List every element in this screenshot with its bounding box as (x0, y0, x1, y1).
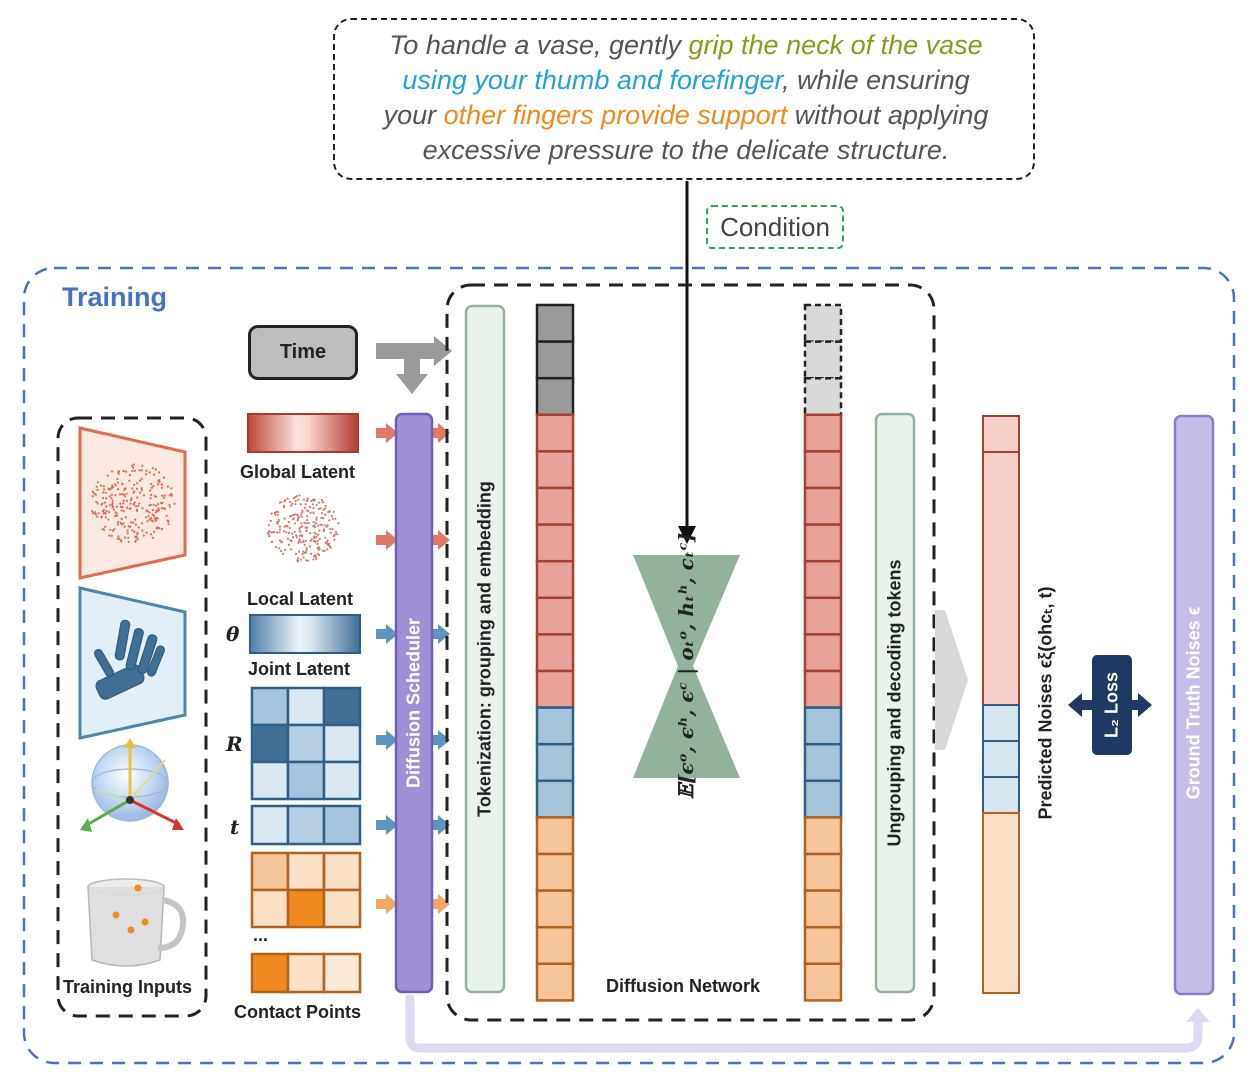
prompt-segment: other fingers provide support (443, 100, 788, 130)
expectation-formula: 𝔼[ϵᵒ, ϵʰ, ϵᶜ | oₜᵒ, hₜʰ, cₜᶜ] (674, 532, 698, 800)
token-column-input (535, 303, 575, 1002)
scheduler-output-arrows (432, 423, 450, 914)
prompt-segment: excessive pressure to the delicate struc… (422, 135, 950, 165)
joint-latent-label: Joint Latent (248, 659, 350, 679)
rotation-sphere-icon (80, 738, 184, 832)
mug-icon (87, 878, 187, 967)
diffusion-scheduler-label: Diffusion Scheduler (403, 617, 424, 789)
translation-symbol: t (230, 815, 240, 839)
contact-points-label: Contact Points (234, 1002, 362, 1022)
loss-box (1092, 655, 1132, 755)
training-title: Training (62, 282, 168, 312)
loss-feedback-arrowhead (1186, 1008, 1210, 1022)
diffusion-scheduler (394, 412, 434, 994)
pointcloud-panel (78, 426, 187, 580)
prompt-segment: , while ensuring (782, 65, 970, 95)
hand-mesh-icon (94, 619, 165, 700)
prompt-line: excessive pressure to the delicate struc… (335, 135, 1037, 166)
training-inputs-label: Training Inputs (63, 977, 192, 997)
global-latent-label: Global Latent (240, 462, 356, 482)
translation-vector (250, 804, 362, 846)
loss-feedback-arrow (405, 995, 1203, 1053)
diffusion-network-label: Diffusion Network (606, 976, 761, 996)
ground-truth-label: Ground Truth Noises ϵ (1183, 606, 1204, 800)
global-latent-bar (247, 413, 359, 453)
tokenization-label: Tokenization: grouping and embedding (474, 481, 495, 817)
prompt-segment: grip the neck of the vase (688, 30, 983, 60)
rotation-symbol: R (226, 732, 243, 756)
prompt-segment: without applying (787, 100, 989, 130)
training-inputs-box (56, 416, 208, 1018)
network-hourglass (633, 555, 740, 778)
theta-symbol: θ (226, 622, 240, 646)
diffusion-network-box (445, 283, 936, 1022)
contact-points-row (250, 952, 362, 994)
output-arrow (935, 610, 968, 750)
ground-truth-bar (1173, 414, 1215, 996)
prompt-line: your other fingers provide support witho… (335, 100, 1037, 131)
local-latent-label: Local Latent (247, 589, 354, 609)
tokenization-bar (464, 304, 506, 994)
predicted-noises-column (982, 415, 1020, 994)
prompt-line: using your thumb and forefinger, while e… (335, 65, 1037, 96)
contact-grid (250, 851, 362, 929)
ellipsis: ... (253, 925, 269, 945)
joint-latent-bar (249, 614, 361, 654)
rotation-matrix-grid (250, 686, 362, 801)
object-pointcloud (91, 463, 176, 544)
loss-label: L₂ Loss (1101, 671, 1122, 739)
time-box: Time (248, 325, 358, 380)
token-column-output (803, 303, 843, 1002)
condition-label: Condition (706, 205, 844, 249)
predicted-noises-label: Predicted Noises ϵξ(ohcₜ, t) (1035, 586, 1056, 820)
local-latent-cloud (266, 494, 340, 563)
time-arrow (376, 336, 452, 394)
prompt-segment: To handle a vase, gently (389, 30, 689, 60)
training-region (22, 266, 1236, 1065)
prompt-line: To handle a vase, gently grip the neck o… (335, 30, 1037, 61)
prompt-segment: your (383, 100, 444, 130)
input-arrows (376, 423, 398, 914)
ungrouping-bar (874, 412, 916, 994)
prompt-box: To handle a vase, gently grip the neck o… (333, 18, 1035, 180)
ungrouping-label: Ungrouping and decoding tokens (884, 559, 905, 847)
prompt-segment: using your thumb and forefinger (402, 65, 783, 95)
condition-arrowhead (678, 526, 696, 544)
